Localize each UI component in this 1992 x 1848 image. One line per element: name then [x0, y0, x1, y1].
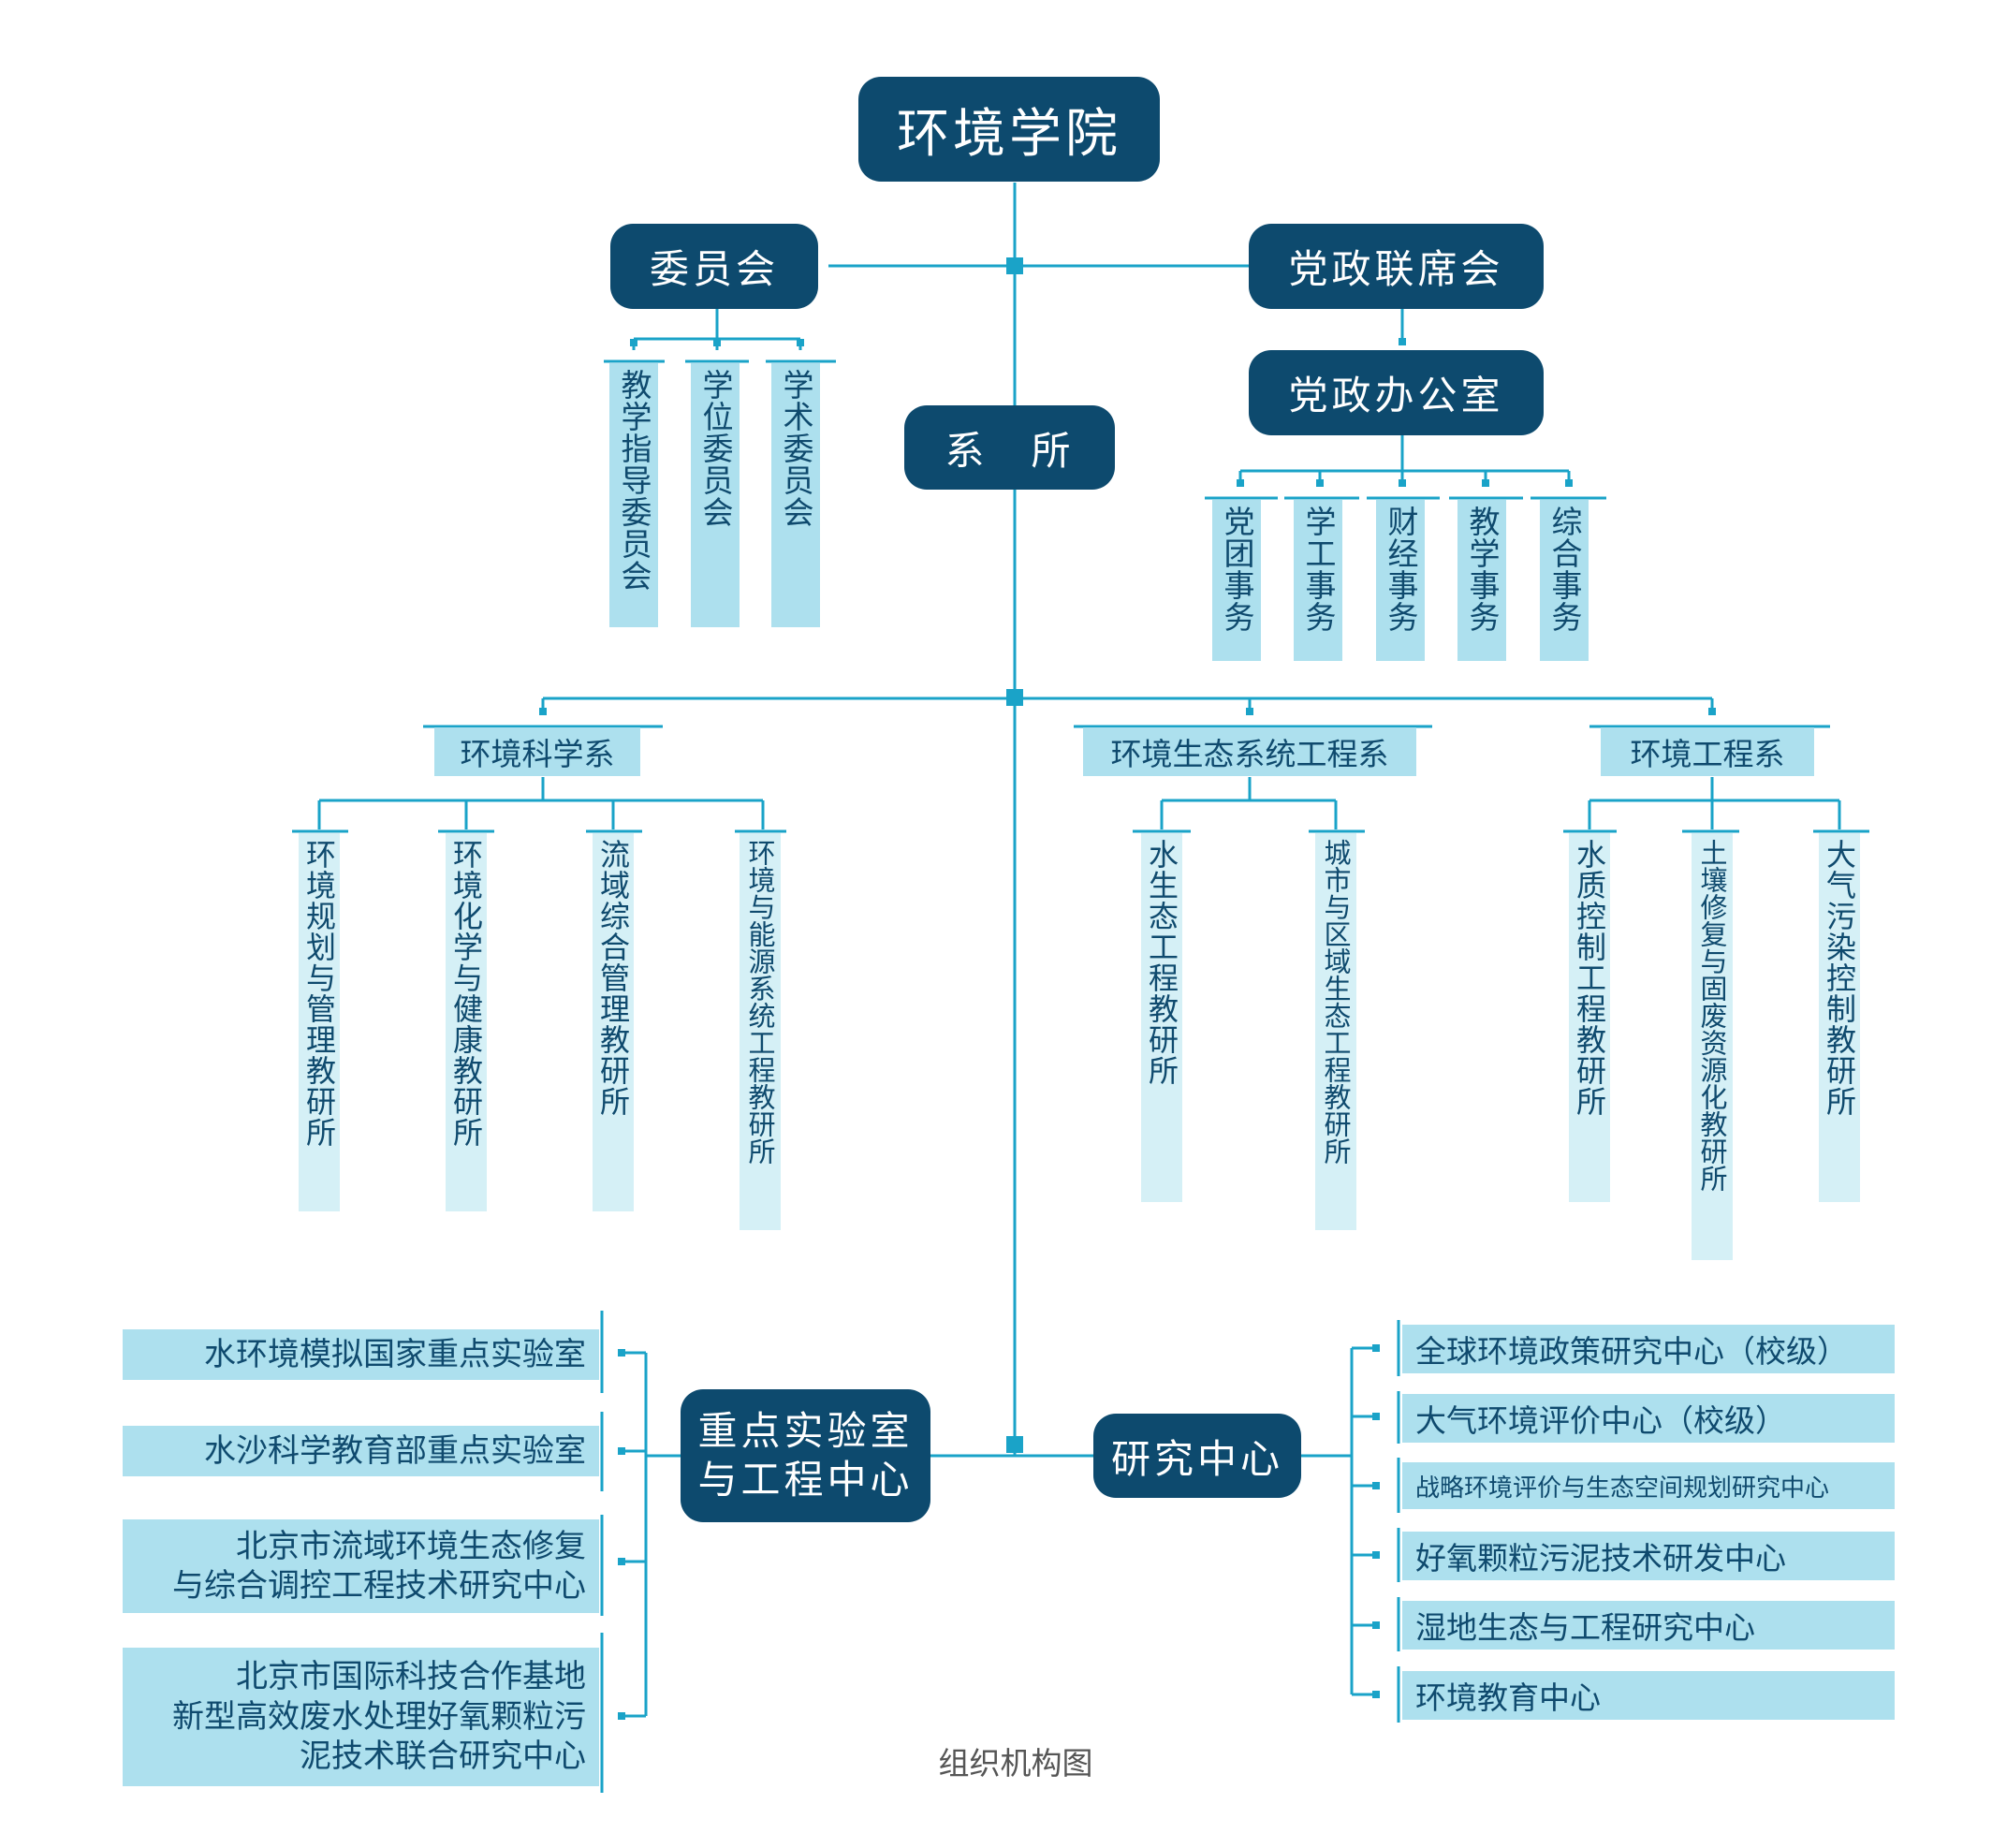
institute-water-quality[interactable]: 水质控制工程教研所 — [1569, 833, 1610, 1202]
lab-item[interactable]: 水沙科学教育部重点实验室 — [123, 1426, 599, 1476]
party-joint-node[interactable]: 党政联席会 — [1249, 224, 1544, 309]
institute-env-chemistry[interactable]: 环境化学与健康教研所 — [446, 833, 487, 1211]
figure-caption: 组织机构图 — [938, 1745, 1093, 1782]
research-node[interactable]: 研究中心 — [1093, 1414, 1301, 1498]
lab-item[interactable]: 北京市流域环境生态修复 与综合调控工程技术研究中心 — [123, 1519, 599, 1613]
committee-node[interactable]: 委员会 — [610, 224, 818, 309]
institute-label: 环境与能源系统工程教研所 — [744, 839, 776, 1165]
institute-water-ecology[interactable]: 水生态工程教研所 — [1141, 833, 1182, 1202]
committee-child-label: 学位委员会 — [697, 369, 734, 528]
department-env-science[interactable]: 环境科学系 — [434, 727, 640, 776]
institute-soil-remediation[interactable]: 土壤修复与固废资源化教研所 — [1692, 833, 1733, 1260]
research-item-label: 全球环境政策研究中心（校级） — [1415, 1333, 1848, 1370]
institute-label: 大气污染控制教研所 — [1822, 839, 1857, 1117]
department-env-engineering[interactable]: 环境工程系 — [1601, 727, 1814, 776]
department-ecosystem-engineering[interactable]: 环境生态系统工程系 — [1083, 727, 1416, 776]
research-item[interactable]: 大气环境评价中心（校级） — [1402, 1394, 1895, 1443]
lab-item-line: 北京市流域环境生态修复 — [236, 1527, 586, 1565]
party-joint-label: 党政联席会 — [1288, 246, 1504, 292]
labs-label-line2: 与工程中心 — [697, 1457, 914, 1503]
research-item-label: 战略环境评价与生态空间规划研究中心 — [1415, 1474, 1830, 1503]
office-child-label: 学工事务 — [1300, 506, 1337, 633]
office-child-label: 财经事务 — [1383, 506, 1419, 633]
committee-child-academic[interactable]: 学术委员会 — [771, 363, 820, 627]
research-item[interactable]: 好氧颗粒污泥技术研发中心 — [1402, 1532, 1895, 1580]
research-item-label: 大气环境评价中心（校级） — [1415, 1402, 1786, 1439]
institute-label: 土壤修复与固废资源化教研所 — [1696, 839, 1728, 1192]
department-label: 环境工程系 — [1630, 736, 1785, 772]
institute-label: 环境规划与管理教研所 — [301, 839, 337, 1148]
department-label: 环境科学系 — [460, 736, 615, 772]
labs-node[interactable]: 重点实验室 与工程中心 — [681, 1389, 930, 1522]
institute-watershed[interactable]: 流域综合管理教研所 — [593, 833, 634, 1211]
research-item-label: 环境教育中心 — [1415, 1679, 1601, 1716]
research-item[interactable]: 湿地生态与工程研究中心 — [1402, 1601, 1895, 1650]
root-node[interactable]: 环境学院 — [858, 77, 1160, 182]
institute-urban-ecology[interactable]: 城市与区域生态工程教研所 — [1315, 833, 1356, 1230]
committee-child-label: 教学指导委员会 — [616, 369, 652, 592]
office-child-general[interactable]: 综合事务 — [1540, 500, 1589, 661]
committee-child-degree[interactable]: 学位委员会 — [691, 363, 740, 627]
research-item[interactable]: 全球环境政策研究中心（校级） — [1402, 1325, 1895, 1373]
root-label: 环境学院 — [897, 103, 1121, 165]
institute-env-planning[interactable]: 环境规划与管理教研所 — [299, 833, 340, 1211]
institute-label: 城市与区域生态工程教研所 — [1320, 839, 1352, 1165]
office-child-teaching[interactable]: 教学事务 — [1457, 500, 1506, 661]
office-child-label: 教学事务 — [1464, 506, 1501, 633]
lab-item[interactable]: 水环境模拟国家重点实验室 — [123, 1329, 599, 1380]
committee-child-teaching[interactable]: 教学指导委员会 — [609, 363, 658, 627]
party-office-label: 党政办公室 — [1288, 373, 1504, 418]
research-item-label: 湿地生态与工程研究中心 — [1415, 1609, 1755, 1646]
research-item[interactable]: 战略环境评价与生态空间规划研究中心 — [1402, 1462, 1895, 1509]
lab-item-line: 与综合调控工程技术研究中心 — [172, 1567, 586, 1605]
party-office-node[interactable]: 党政办公室 — [1249, 350, 1544, 435]
research-item[interactable]: 环境教育中心 — [1402, 1671, 1895, 1720]
department-label: 环境生态系统工程系 — [1110, 736, 1389, 772]
lab-item-line: 北京市国际科技合作基地 — [236, 1658, 586, 1696]
office-child-label: 党团事务 — [1219, 506, 1255, 633]
office-child-finance[interactable]: 财经事务 — [1376, 500, 1425, 661]
lab-item[interactable]: 北京市国际科技合作基地 新型高效废水处理好氧颗粒污 泥技术联合研究中心 — [123, 1648, 599, 1786]
departments-node[interactable]: 系 所 — [904, 405, 1115, 490]
office-child-label: 综合事务 — [1546, 506, 1583, 633]
institute-label: 水生态工程教研所 — [1144, 839, 1179, 1086]
lab-item-line: 泥技术联合研究中心 — [300, 1738, 586, 1776]
departments-label: 系 所 — [945, 427, 1075, 474]
institute-air-pollution[interactable]: 大气污染控制教研所 — [1819, 833, 1860, 1202]
institute-label: 流域综合管理教研所 — [595, 839, 631, 1117]
institute-label: 环境化学与健康教研所 — [448, 839, 484, 1148]
research-item-label: 好氧颗粒污泥技术研发中心 — [1415, 1540, 1786, 1577]
research-label: 研究中心 — [1110, 1435, 1283, 1482]
committee-child-label: 学术委员会 — [778, 369, 814, 528]
lab-item-line: 水环境模拟国家重点实验室 — [204, 1335, 586, 1373]
office-child-party[interactable]: 党团事务 — [1212, 500, 1261, 661]
committee-label: 委员会 — [649, 246, 779, 292]
office-child-student[interactable]: 学工事务 — [1294, 500, 1342, 661]
institute-energy-systems[interactable]: 环境与能源系统工程教研所 — [740, 833, 781, 1230]
labs-label-line1: 重点实验室 — [697, 1407, 914, 1454]
lab-item-line: 水沙科学教育部重点实验室 — [204, 1431, 586, 1470]
institute-label: 水质控制工程教研所 — [1572, 839, 1607, 1117]
lab-item-line: 新型高效废水处理好氧颗粒污 — [172, 1697, 586, 1736]
